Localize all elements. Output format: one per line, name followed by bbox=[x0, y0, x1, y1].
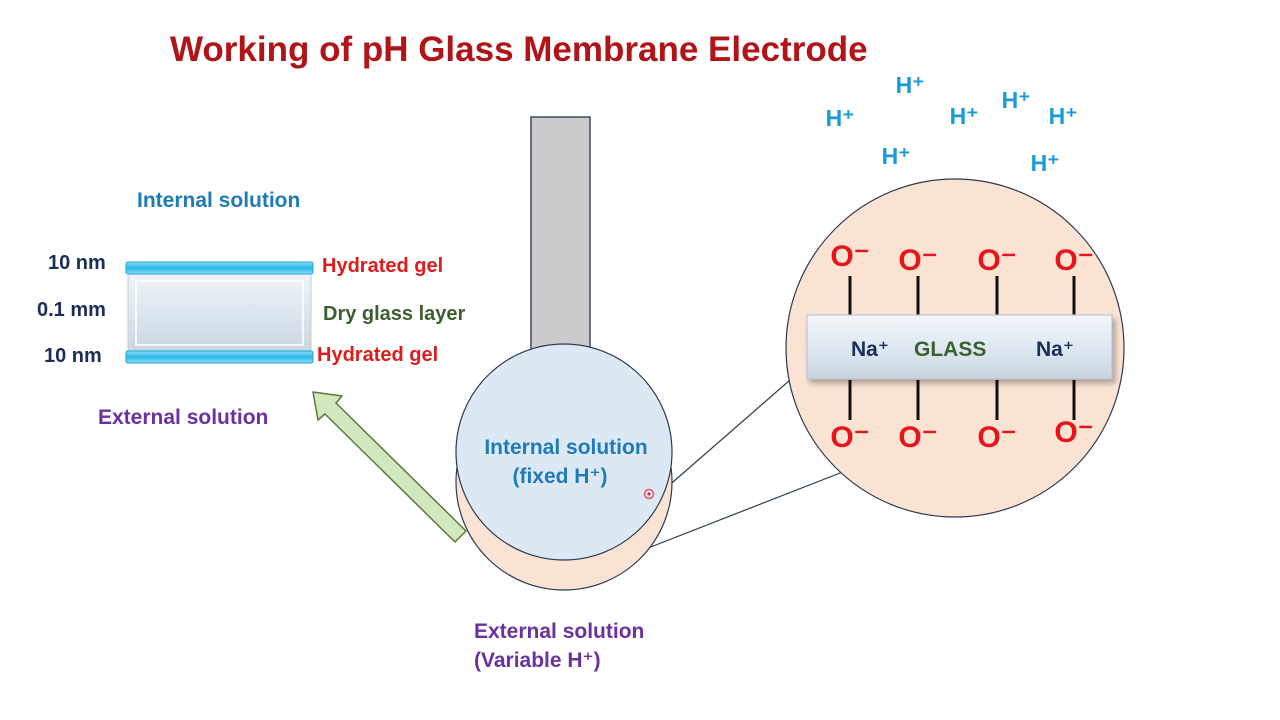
zoom-line-upper bbox=[649, 379, 791, 503]
bottom-hydrated-gel-label: Hydrated gel bbox=[317, 344, 438, 366]
thickness-middle-label: 0.1 mm bbox=[37, 299, 106, 321]
proton-label-2: H⁺ bbox=[896, 72, 925, 98]
external-solution-label: External solution bbox=[474, 620, 644, 643]
internal-solution-label: Internal solution bbox=[484, 436, 647, 459]
proton-label-5: H⁺ bbox=[1049, 103, 1078, 129]
oxide-top-4: O⁻ bbox=[1054, 244, 1093, 277]
dry-glass-highlight bbox=[135, 280, 304, 346]
oxide-bottom-4: O⁻ bbox=[1054, 416, 1093, 449]
zoom-line-lower bbox=[642, 465, 859, 551]
oxide-bottom-3: O⁻ bbox=[977, 421, 1016, 454]
pointer-arrow bbox=[312, 391, 467, 543]
oxide-top-2: O⁻ bbox=[898, 244, 937, 277]
proton-cloud: H⁺ H⁺ H⁺ H⁺ H⁺ H⁺ H⁺ bbox=[826, 72, 1078, 176]
proton-label-6: H⁺ bbox=[882, 143, 911, 169]
proton-label-4: H⁺ bbox=[1002, 87, 1031, 113]
dry-glass-slab bbox=[127, 273, 312, 353]
electrode: Internal solution (fixed H⁺) External so… bbox=[455, 116, 859, 672]
sodium-ion-left: Na⁺ bbox=[851, 338, 889, 361]
glass-label: GLASS bbox=[914, 338, 986, 361]
internal-solution-bulb bbox=[455, 343, 673, 561]
glass-bar bbox=[806, 314, 1113, 380]
oxygen-bonds bbox=[848, 276, 1076, 420]
thickness-top-label: 10 nm bbox=[48, 252, 106, 274]
dry-glass-layer-label: Dry glass layer bbox=[323, 303, 466, 325]
oxide-ions: O⁻ O⁻ O⁻ O⁻ O⁻ O⁻ O⁻ O⁻ bbox=[830, 240, 1093, 454]
oxide-top-1: O⁻ bbox=[830, 240, 869, 273]
membrane-cross-section: Internal solution 10 nm 0.1 mm 10 nm Hyd… bbox=[37, 189, 466, 429]
membrane-external-solution-label: External solution bbox=[98, 406, 268, 429]
thickness-bottom-label: 10 nm bbox=[44, 345, 102, 367]
external-variable-h-label: (Variable H⁺) bbox=[474, 649, 601, 672]
proton-label-3: H⁺ bbox=[950, 103, 979, 129]
oxide-bottom-1: O⁻ bbox=[830, 421, 869, 454]
membrane-internal-solution-label: Internal solution bbox=[137, 189, 300, 212]
oxide-top-3: O⁻ bbox=[977, 244, 1016, 277]
top-hydrated-gel-label: Hydrated gel bbox=[322, 255, 443, 277]
proton-label-1: H⁺ bbox=[826, 105, 855, 131]
hydrated-gel-bottom-layer bbox=[125, 350, 314, 364]
page-title: Working of pH Glass Membrane Electrode bbox=[170, 30, 868, 69]
electrode-stem bbox=[530, 116, 591, 363]
internal-fixed-h-label: (fixed H⁺) bbox=[512, 465, 607, 488]
hydrated-gel-top-layer bbox=[125, 261, 314, 275]
sodium-ion-right: Na⁺ bbox=[1036, 338, 1074, 361]
magnified-view: H⁺H⁺H⁺H⁺H⁺H⁺H⁺ Na⁺ GLASS Na⁺ O⁻O⁻O⁻O⁻O⁻O… bbox=[785, 72, 1125, 518]
oxide-bottom-2: O⁻ bbox=[898, 421, 937, 454]
mouse-cursor-indicator bbox=[643, 488, 655, 500]
proton-label-7: H⁺ bbox=[1031, 150, 1060, 176]
